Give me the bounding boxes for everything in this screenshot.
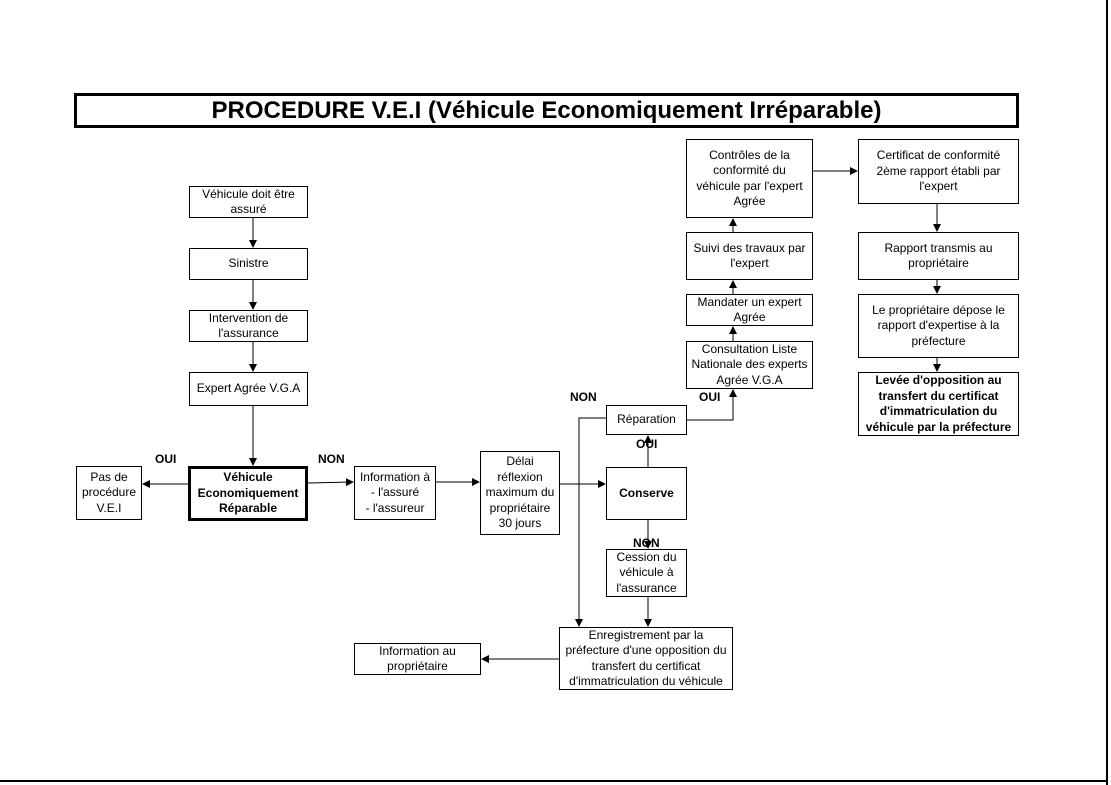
box-mandater-expert: Mandater un expert Agrée — [686, 294, 813, 326]
box-suivi-travaux: Suivi des travaux par l'expert — [686, 232, 813, 280]
box-proprietaire-depose: Le propriétaire dépose le rapport d'expe… — [858, 294, 1019, 358]
box-reparation: Réparation — [606, 405, 687, 435]
box-delai-reflexion: Délai réflexion maximum du propriétaire … — [480, 451, 560, 535]
box-certificat-conformite: Certificat de conformité 2ème rapport ét… — [858, 139, 1019, 204]
box-vehicule-assure: Véhicule doit être assuré — [189, 186, 308, 218]
box-conserve: Conserve — [606, 467, 687, 520]
arrow-ver-information — [307, 478, 354, 487]
box-pas-de-procedure: Pas de procédure V.E.I — [76, 466, 142, 520]
label-oui-pas-procedure: OUI — [155, 452, 177, 466]
box-intervention-assurance: Intervention de l'assurance — [189, 310, 308, 342]
box-sinistre: Sinistre — [189, 248, 308, 280]
box-information-proprietaire: Information au propriétaire — [354, 643, 481, 675]
page-border-bottom — [0, 780, 1108, 782]
box-expert-agree: Expert Agrée V.G.A — [189, 372, 308, 406]
arrow-reparation-consultation — [687, 389, 737, 421]
box-levee-opposition: Levée d'opposition au transfert du certi… — [858, 372, 1019, 436]
box-enregistrement-prefecture: Enregistrement par la préfecture d'une o… — [559, 627, 733, 690]
label-oui-conserve: OUI — [636, 437, 658, 451]
box-rapport-transmis: Rapport transmis au propriétaire — [858, 232, 1019, 280]
box-vehicule-economiquement-reparable: Véhicule Economiquement Réparable — [188, 466, 308, 521]
diagram-title: PROCEDURE V.E.I (Véhicule Economiquement… — [74, 93, 1019, 128]
box-controles-conformite: Contrôles de la conformité du véhicule p… — [686, 139, 813, 218]
box-consultation-liste: Consultation Liste Nationale des experts… — [686, 341, 813, 389]
box-cession-vehicule: Cession du véhicule à l'assurance — [606, 549, 687, 597]
box-information-assure-assureur: Information à - l'assuré - l'assureur — [354, 466, 436, 520]
label-oui-consultation: OUI — [699, 390, 721, 404]
arrow-reparation-enregistrement — [575, 417, 606, 627]
label-non-reparation: NON — [570, 390, 597, 404]
page-border-right — [1106, 0, 1108, 785]
label-non-information: NON — [318, 452, 345, 466]
